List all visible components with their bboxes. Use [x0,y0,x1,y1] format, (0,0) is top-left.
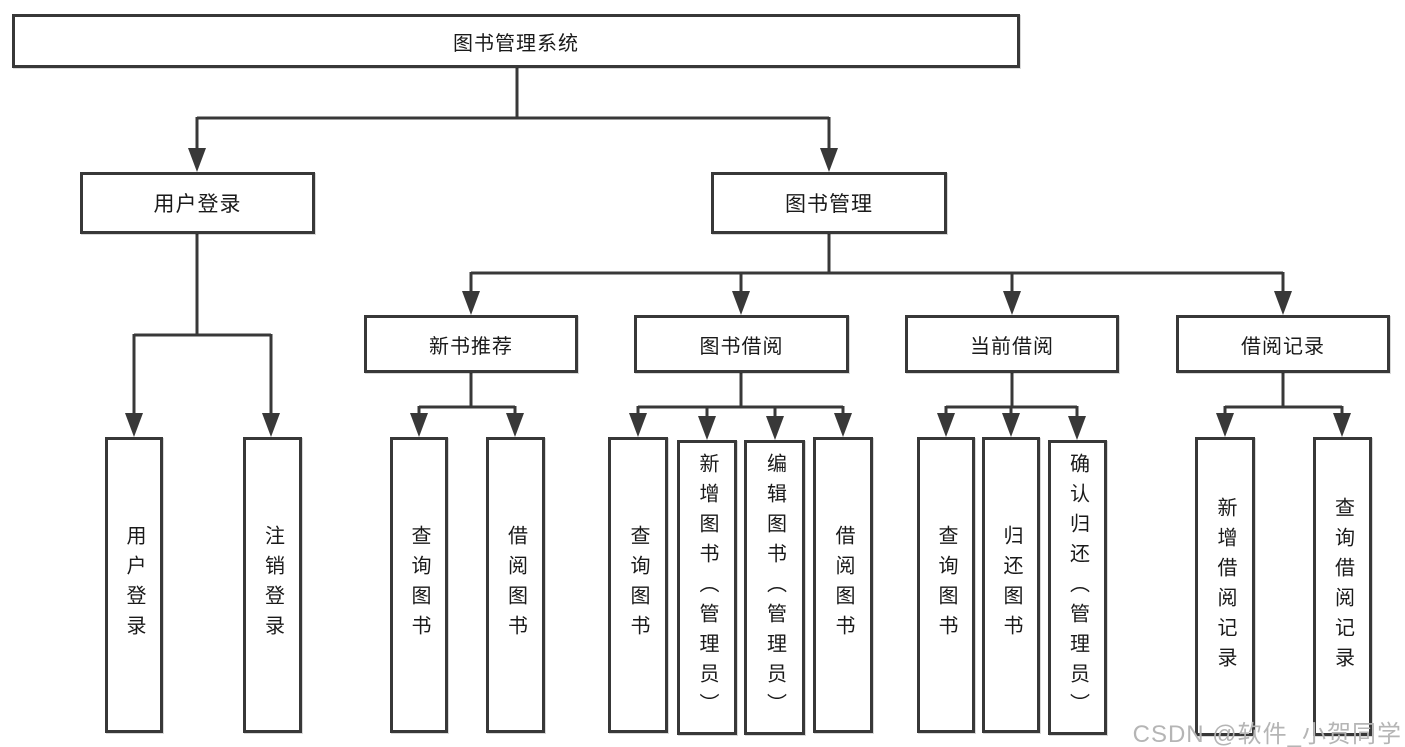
node-label: 查询图书 [408,525,430,645]
leaf-confirm-return-admin: 确认归还（管理员） [1048,440,1107,735]
leaf-return-book: 归还图书 [982,437,1040,733]
node-label: 当前借阅 [970,335,1054,358]
node-system-root: 图书管理系统 [12,14,1020,68]
node-label: 用户登录 [153,193,242,216]
node-borrowing-records: 借阅记录 [1176,315,1390,373]
node-new-book-recommend: 新书推荐 [364,315,578,373]
node-book-management-branch: 图书管理 [711,172,947,234]
leaf-add-book-admin: 新增图书（管理员） [677,440,737,735]
node-label: 注销登录 [261,525,284,645]
leaf-query-borrow-record: 查询借阅记录 [1313,437,1372,736]
node-label: 新增图书（管理员） [696,452,718,723]
leaf-borrow-books-1: 借阅图书 [486,437,545,733]
node-label: 图书管理 [785,193,873,216]
leaf-borrow-books-2: 借阅图书 [813,437,873,733]
leaf-query-books-3: 查询图书 [917,437,975,733]
leaf-user-login: 用户登录 [105,437,163,733]
node-label: 新增借阅记录 [1214,496,1236,677]
node-label: 借阅记录 [1241,335,1325,358]
node-label: 图书管理系统 [453,32,579,55]
leaf-edit-book-admin: 编辑图书（管理员） [744,440,805,735]
node-label: 查询图书 [935,525,957,645]
node-book-borrowing: 图书借阅 [634,315,849,373]
node-label: 图书借阅 [699,335,784,358]
leaf-query-books-2: 查询图书 [608,437,668,733]
csdn-watermark: CSDN @软件_小贺同学 [1132,721,1402,747]
node-current-borrowing: 当前借阅 [905,315,1119,373]
node-user-login-branch: 用户登录 [80,172,315,234]
node-label: 查询图书 [627,525,649,645]
node-label: 用户登录 [123,525,145,645]
node-label: 借阅图书 [832,525,854,645]
node-label: 查询借阅记录 [1331,496,1354,677]
node-label: 归还图书 [1000,525,1022,645]
node-label: 编辑图书（管理员） [763,452,786,723]
node-label: 借阅图书 [504,525,527,645]
node-label: 确认归还（管理员） [1066,452,1089,723]
leaf-query-books-1: 查询图书 [390,437,448,733]
leaf-add-borrow-record: 新增借阅记录 [1195,437,1255,736]
leaf-logout: 注销登录 [243,437,302,733]
node-label: 新书推荐 [429,335,513,358]
arrowheads [125,148,1351,440]
